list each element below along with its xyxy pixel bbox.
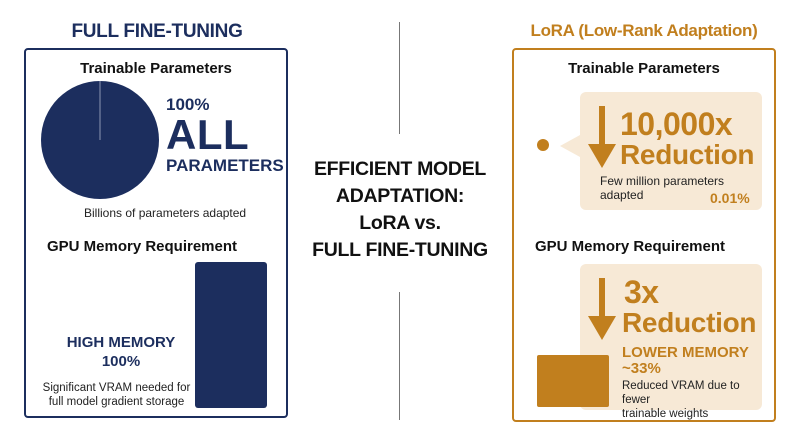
full-trainable-heading: Trainable Parameters <box>80 60 232 77</box>
center-title-line4: FULL FINE-TUNING <box>312 239 488 261</box>
divider-top <box>399 22 400 134</box>
callout-pointer <box>560 135 580 157</box>
full-params-caption: Billions of parameters adapted <box>84 206 247 220</box>
all-parameters-label: 100% ALL PARAMETERS <box>166 95 284 177</box>
lora-memory-bar <box>537 355 609 407</box>
divider-bottom <box>399 292 400 420</box>
full-finetuning-title: FULL FINE-TUNING <box>71 21 243 42</box>
param-reduction-value: 10,000x <box>620 106 733 142</box>
lora-memory-note: Reduced VRAM due to fewer trainable weig… <box>622 379 762 421</box>
memory-reduction-value: 3x <box>624 274 659 310</box>
parameters-word: PARAMETERS <box>166 156 284 175</box>
lora-params-caption: Few million parameters adapted <box>600 174 725 202</box>
lora-memory-note-line1: Reduced VRAM due to fewer <box>622 380 740 406</box>
lower-memory-percent: ~33% <box>622 360 661 377</box>
center-title: EFFICIENT MODEL ADAPTATION: LoRA vs. FUL… <box>300 156 500 264</box>
arrow-down-icon <box>588 106 616 173</box>
full-memory-bar <box>195 262 267 408</box>
lora-params-dot <box>537 139 549 151</box>
lora-params-percent: 0.01% <box>710 190 750 206</box>
center-title-line3: LoRA vs. <box>359 212 441 234</box>
lora-memory-note-line2: trainable weights <box>622 408 709 420</box>
memory-reduction-callout: 3x Reduction LOWER MEMORY ~33% Reduced V… <box>580 264 762 420</box>
full-finetuning-panel: Trainable Parameters 100% ALL PARAMETERS… <box>24 48 288 418</box>
center-title-line2: ADAPTATION: <box>335 185 465 207</box>
lora-title: LoRA (Low-Rank Adaptation) <box>530 21 758 40</box>
lora-trainable-heading: Trainable Parameters <box>568 60 720 77</box>
center-title-line1: EFFICIENT MODEL <box>313 158 487 180</box>
full-params-percent: 100% <box>166 95 210 114</box>
full-memory-note-line1: Significant VRAM needed for <box>42 382 191 394</box>
high-memory-label: HIGH MEMORY 100% <box>46 333 196 371</box>
memory-reduction-word: Reduction <box>622 307 757 338</box>
all-word: ALL <box>166 111 250 158</box>
lower-memory-label: LOWER MEMORY <box>622 344 749 361</box>
high-memory-percent: 100% <box>101 353 141 370</box>
full-gpu-heading: GPU Memory Requirement <box>46 238 238 255</box>
lora-panel: Trainable Parameters 10,000x Reduction F… <box>512 48 776 422</box>
full-memory-note-line2: full model gradient storage <box>48 396 185 408</box>
param-reduction-callout: 10,000x Reduction Few million parameters… <box>580 92 762 210</box>
full-memory-note: Significant VRAM needed for full model g… <box>34 381 199 409</box>
param-reduction-word: Reduction <box>620 139 755 170</box>
arrow-down-icon <box>588 278 616 345</box>
lora-gpu-heading: GPU Memory Requirement <box>534 238 726 255</box>
high-memory-text: HIGH MEMORY <box>66 334 176 351</box>
full-parameters-pie <box>40 80 180 220</box>
